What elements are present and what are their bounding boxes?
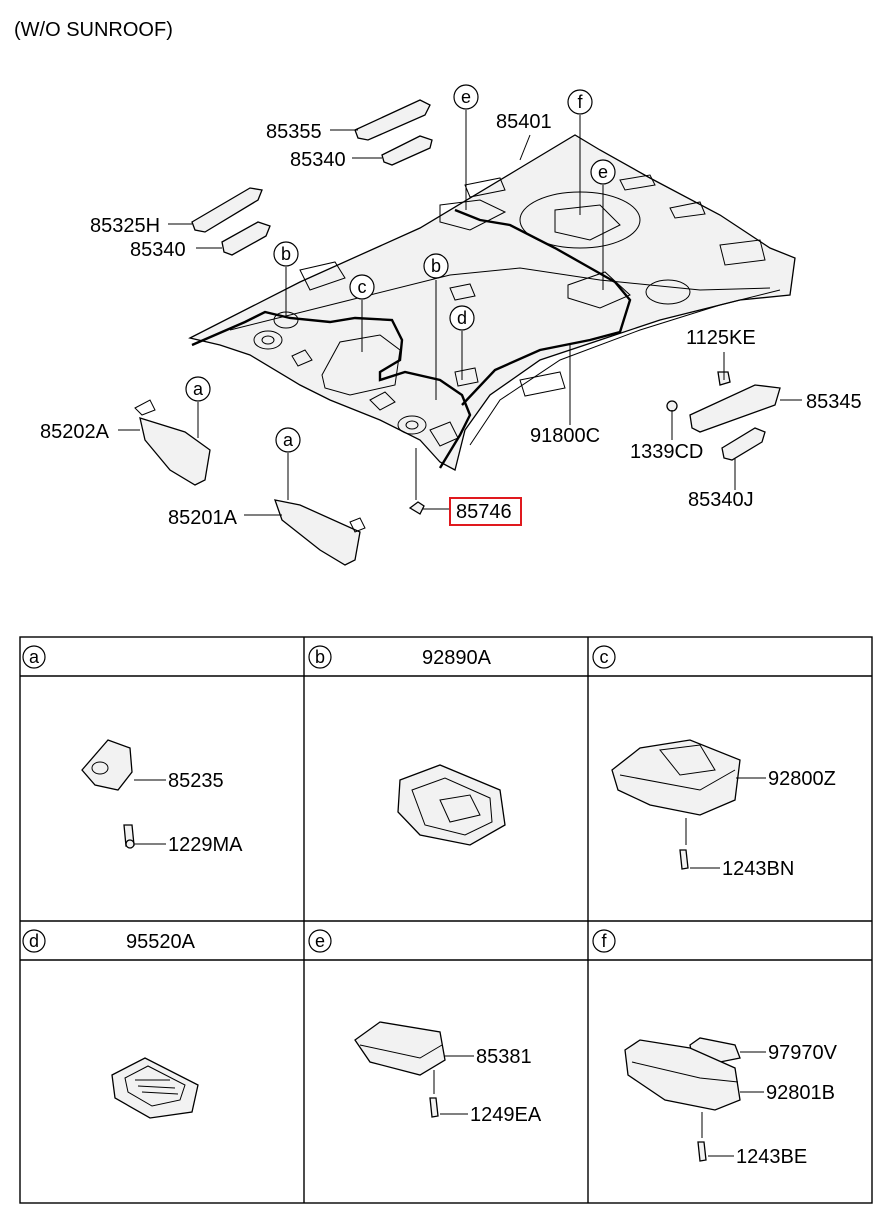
label-85401[interactable]: 85401 — [496, 111, 552, 133]
nut-1339cd[interactable] — [666, 400, 678, 412]
detail-cell-c: c 92800Z 1243BN — [592, 645, 836, 880]
label-92800z[interactable]: 92800Z — [768, 768, 836, 790]
sun-visor-85202a[interactable] — [134, 399, 211, 486]
map-lamp-85381[interactable] — [354, 1021, 446, 1076]
label-91800c[interactable]: 91800C — [530, 425, 600, 447]
callout-c: c — [349, 274, 375, 300]
detail-cell-f: f 97970V 92801B 1243BE — [592, 929, 838, 1168]
svg-text:a: a — [193, 379, 204, 399]
headliner-85401[interactable] — [188, 134, 796, 471]
callout-d: d — [449, 305, 475, 331]
label-1243bn[interactable]: 1243BN — [722, 858, 794, 880]
svg-text:e: e — [598, 162, 608, 182]
svg-text:d: d — [29, 931, 39, 951]
label-85201a[interactable]: 85201A — [168, 507, 238, 529]
label-97970v[interactable]: 97970V — [768, 1042, 838, 1064]
label-85325h[interactable]: 85325H — [90, 215, 160, 237]
label-85355[interactable]: 85355 — [266, 121, 322, 143]
svg-text:f: f — [577, 92, 583, 112]
lamp-92801b[interactable] — [624, 1039, 741, 1111]
detail-cell-a: a 85235 1229MA — [22, 645, 243, 856]
screw-1249ea[interactable] — [429, 1097, 439, 1118]
svg-text:e: e — [315, 931, 325, 951]
svg-text:b: b — [315, 647, 325, 667]
callout-e-top: e — [453, 84, 479, 110]
screw-1243be[interactable] — [697, 1141, 707, 1162]
svg-text:b: b — [281, 244, 291, 264]
callout-b-right: b — [423, 253, 449, 279]
label-1243be[interactable]: 1243BE — [736, 1146, 807, 1168]
bracket-85325h[interactable] — [191, 187, 263, 233]
assist-handle-85340-lower[interactable] — [221, 221, 271, 256]
visor-holder-85235[interactable] — [81, 739, 133, 791]
sun-visor-85201a[interactable] — [274, 499, 366, 566]
label-85381[interactable]: 85381 — [476, 1046, 532, 1068]
wiring-harness-91800c[interactable] — [191, 208, 632, 469]
callout-e-right: e — [590, 159, 616, 185]
room-lamp-92800z[interactable] — [611, 739, 741, 816]
callout-a-right: a — [275, 427, 301, 453]
header-92890a[interactable]: 92890A — [422, 647, 492, 669]
label-85202a[interactable]: 85202A — [40, 421, 110, 443]
callout-f: f — [567, 89, 593, 115]
label-85746[interactable]: 85746 — [456, 501, 512, 523]
svg-text:a: a — [283, 430, 294, 450]
bracket-85345[interactable] — [689, 384, 781, 433]
label-85235[interactable]: 85235 — [168, 770, 224, 792]
detail-cell-b: b 92890A — [308, 645, 506, 846]
label-92801b[interactable]: 92801B — [766, 1082, 835, 1104]
header-95520a[interactable]: 95520A — [126, 931, 196, 953]
svg-text:c: c — [600, 647, 609, 667]
svg-text:b: b — [431, 256, 441, 276]
svg-text:e: e — [461, 87, 471, 107]
label-1125ke[interactable]: 1125KE — [686, 327, 756, 349]
assist-handle-85340j[interactable] — [721, 427, 766, 461]
label-85340j[interactable]: 85340J — [688, 489, 754, 511]
label-1229ma[interactable]: 1229MA — [168, 834, 243, 856]
callout-b-left: b — [273, 241, 299, 267]
detail-cell-d: d 95520A — [22, 929, 199, 1119]
svg-text:a: a — [29, 647, 40, 667]
label-1249ea[interactable]: 1249EA — [470, 1104, 542, 1126]
svg-text:f: f — [601, 931, 607, 951]
svg-text:d: d — [457, 308, 467, 328]
label-85345[interactable]: 85345 — [806, 391, 862, 413]
bracket-85355[interactable] — [354, 99, 431, 141]
highlight-box-85746 — [449, 497, 522, 526]
screw-1243bn[interactable] — [679, 849, 689, 870]
label-1339cd[interactable]: 1339CD — [630, 441, 703, 463]
screw-1229ma[interactable] — [123, 824, 135, 849]
assist-handle-85340-upper[interactable] — [381, 135, 433, 166]
leader-lines — [118, 110, 802, 516]
label-85340-upper[interactable]: 85340 — [290, 149, 346, 171]
diagram-title: (W/O SUNROOF) — [14, 19, 173, 41]
cover-92890a[interactable] — [397, 764, 506, 846]
switch-95520a[interactable] — [111, 1057, 199, 1119]
label-85340-lower[interactable]: 85340 — [130, 239, 186, 261]
detail-cell-e: e 85381 1249EA — [308, 929, 542, 1126]
clip-85746[interactable] — [408, 448, 425, 515]
callout-a-left: a — [185, 376, 211, 402]
detail-grid — [19, 636, 873, 1204]
svg-text:c: c — [358, 277, 367, 297]
